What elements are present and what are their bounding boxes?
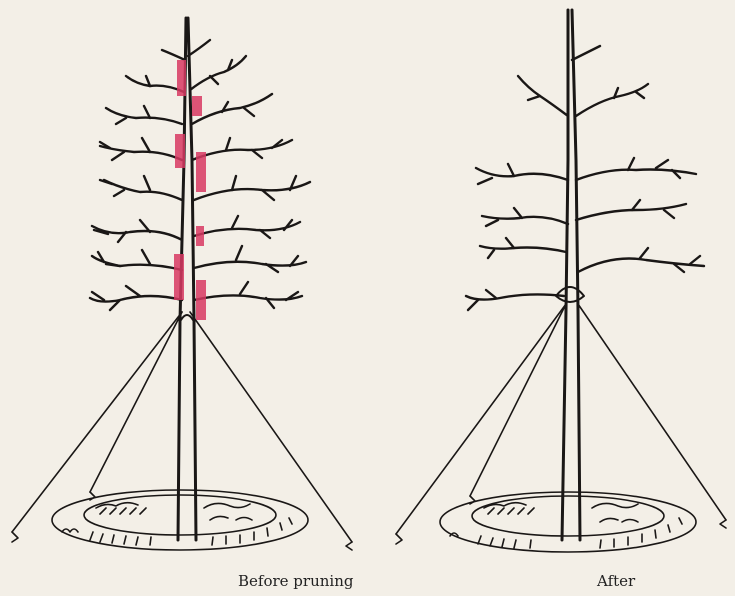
tree-before-pruning [12, 18, 352, 550]
cut-marker [175, 134, 185, 168]
branches-left-before [90, 50, 185, 310]
guy-wires-after [396, 304, 726, 544]
branches-right-before [188, 40, 310, 308]
cut-marker [196, 226, 204, 246]
cut-marker [196, 280, 206, 320]
tree-after-pruning [396, 10, 726, 552]
mulch-ring-after [440, 492, 696, 552]
cut-marker [174, 254, 184, 300]
caption-before-pruning: Before pruning [238, 572, 353, 590]
cut-marker [196, 152, 206, 192]
cut-marker [177, 60, 186, 96]
trunk-after [562, 10, 580, 540]
branches-left-after [466, 76, 568, 310]
caption-after-pruning: After [597, 572, 635, 590]
guy-wires-before [12, 312, 352, 550]
cut-marker [192, 96, 202, 116]
branches-right-after [572, 46, 704, 272]
